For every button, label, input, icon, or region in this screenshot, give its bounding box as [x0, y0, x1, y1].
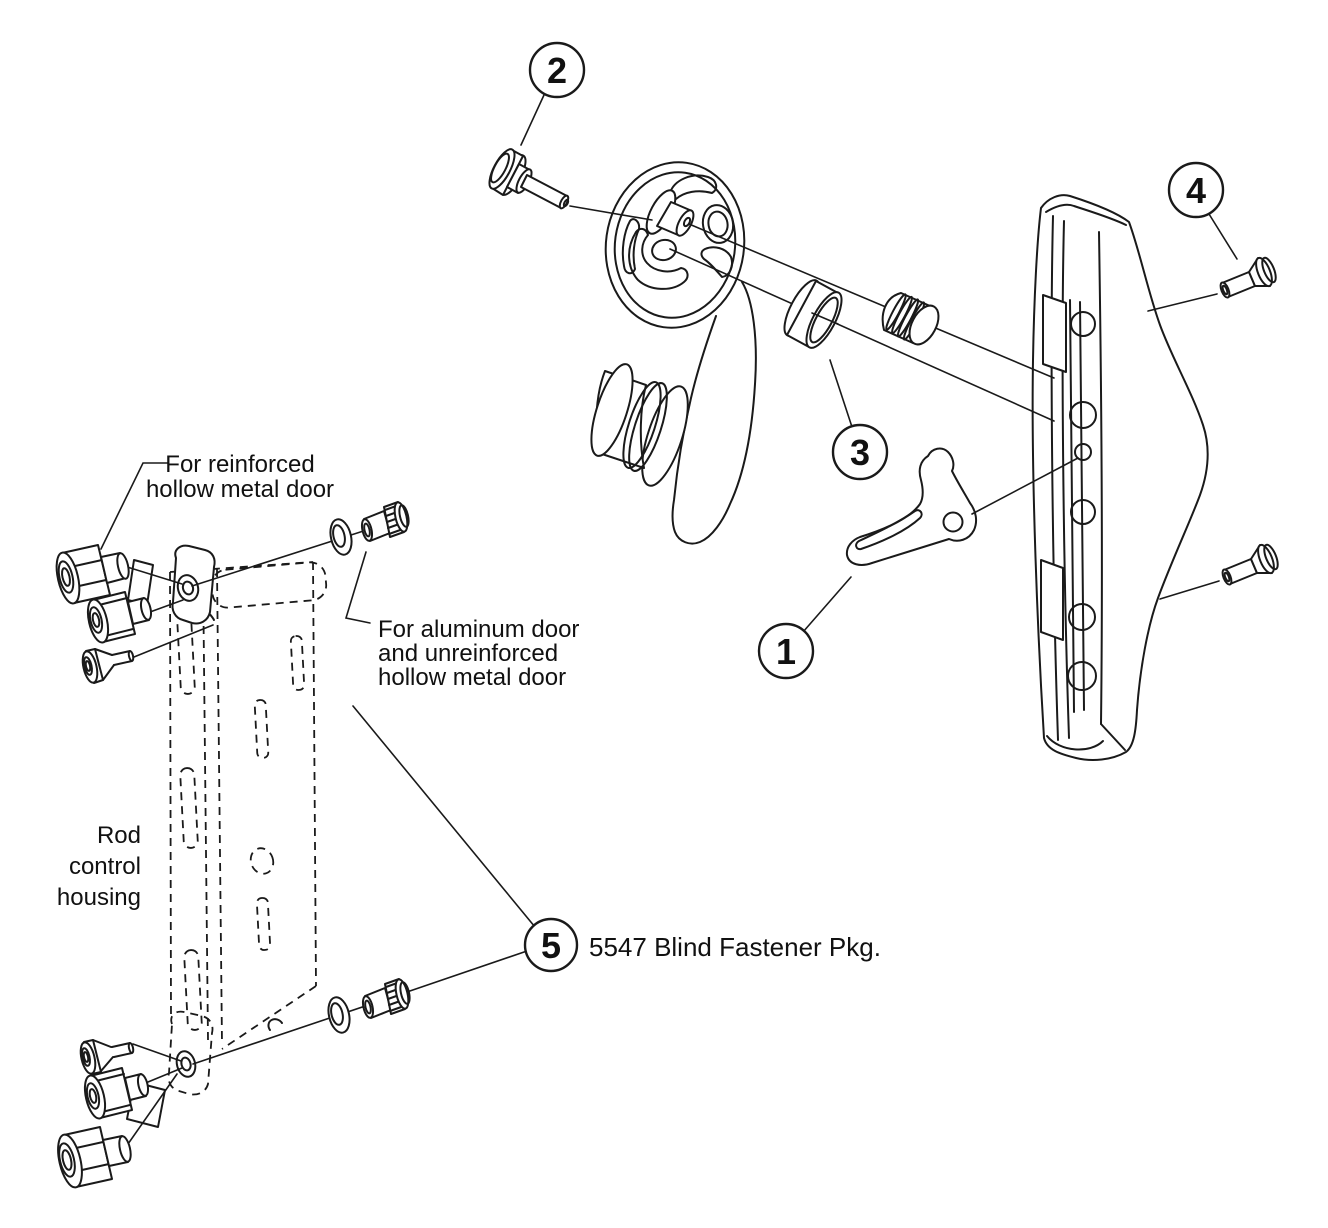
- rod-control-housing-bracket: [167, 544, 328, 1096]
- rose-cutout-left: [621, 218, 641, 275]
- label-reinforced-leader: [100, 462, 169, 550]
- callout-2-number: 2: [547, 50, 567, 91]
- label-reinforced-line2: hollow metal door: [146, 476, 334, 503]
- callout-2-circle: [528, 41, 586, 99]
- callout-2: 2: [520, 41, 586, 146]
- socket-screw-bottom: [79, 1039, 135, 1075]
- washer-top: [329, 518, 353, 556]
- callout-3-leader: [829, 359, 853, 428]
- callout-1-number: 1: [776, 631, 796, 672]
- spindle-axis-line-upper: [688, 223, 1055, 379]
- bracket-top-ear: [171, 544, 216, 625]
- label-aluminum-door: For aluminum door and unreinforced hollo…: [344, 551, 579, 691]
- callout-3-number: 3: [850, 432, 870, 473]
- rose-recess: [628, 227, 689, 290]
- bracket-bottom-ear: [167, 1010, 214, 1096]
- escutcheon-tab-lower: [1040, 559, 1064, 641]
- hex-standoff-small-bottom: [83, 1067, 150, 1120]
- hub-cap: [675, 209, 695, 237]
- rivet-nut-bottom: [361, 978, 411, 1019]
- callout-3: 3: [829, 359, 889, 481]
- cam-lever: [845, 447, 1079, 566]
- label-reinforced-line1: For reinforced: [165, 451, 314, 478]
- label-aluminum-line1: For aluminum door: [378, 616, 579, 643]
- label-aluminum-line2: and unreinforced: [378, 640, 558, 667]
- socket-screw-top: [81, 648, 135, 684]
- label-reinforced-door: For reinforced hollow metal door: [100, 451, 334, 550]
- escutcheon-screw-bottom: [1159, 543, 1279, 600]
- callout-4-number: 4: [1186, 170, 1206, 211]
- screw-axis-line: [569, 205, 653, 221]
- label-rod-line2: control: [69, 853, 141, 880]
- lever-handle: [590, 281, 757, 545]
- hex-standoff-small-top: [86, 591, 153, 644]
- blind-fastener-bottom-set: [57, 950, 528, 1189]
- callout-5-number: 5: [541, 925, 561, 966]
- callout-1-circle: [757, 622, 815, 680]
- callout-3-circle: [831, 423, 889, 481]
- spindle-axis-line-lower: [669, 248, 1055, 422]
- blind-fastener-axis: [192, 950, 528, 1065]
- callout-4-circle: [1167, 161, 1225, 219]
- callout-4: 4: [1167, 161, 1238, 260]
- callout-2-leader: [520, 94, 545, 146]
- callout-1-leader: [802, 576, 852, 633]
- bracket-top-slot: [210, 561, 328, 609]
- label-rod-line1: Rod: [97, 822, 141, 849]
- callout-1: 1: [757, 576, 852, 680]
- label-aluminum-line3: hollow metal door: [378, 664, 566, 691]
- escutcheon-screw-top: [1147, 256, 1277, 312]
- rivet-nut-top: [360, 501, 410, 542]
- washer-bottom: [327, 996, 351, 1034]
- spindle-screw: [488, 148, 570, 210]
- handle-ferrule: [641, 385, 689, 487]
- hex-standoff-large-top: [55, 544, 130, 605]
- callout-5: 5: [352, 705, 579, 973]
- hex-standoff-large-bottom: [57, 1126, 132, 1189]
- spindle-collar: [783, 279, 843, 349]
- escutcheon-tab-upper: [1042, 294, 1067, 373]
- label-aluminum-leader: [344, 551, 371, 624]
- lever-rose-plate: [604, 161, 746, 329]
- threaded-plug: [881, 292, 940, 346]
- rose-cutout-right: [700, 246, 733, 278]
- callout-5-leader: [352, 705, 536, 928]
- label-fastener-package-text: 5547 Blind Fastener Pkg.: [589, 932, 881, 962]
- cam-mount-line: [971, 457, 1079, 515]
- label-rod-line3: housing: [57, 884, 141, 911]
- escutcheon-pull-housing: [1031, 194, 1209, 761]
- reinforced-door-fastener-set: [55, 501, 410, 684]
- label-rod-control-housing: Rod control housing: [57, 822, 141, 911]
- callout-4-leader: [1208, 213, 1238, 260]
- label-fastener-package: 5547 Blind Fastener Pkg.: [589, 932, 881, 962]
- bracket-hook-detail: [267, 1018, 283, 1031]
- callout-5-circle: [523, 917, 579, 973]
